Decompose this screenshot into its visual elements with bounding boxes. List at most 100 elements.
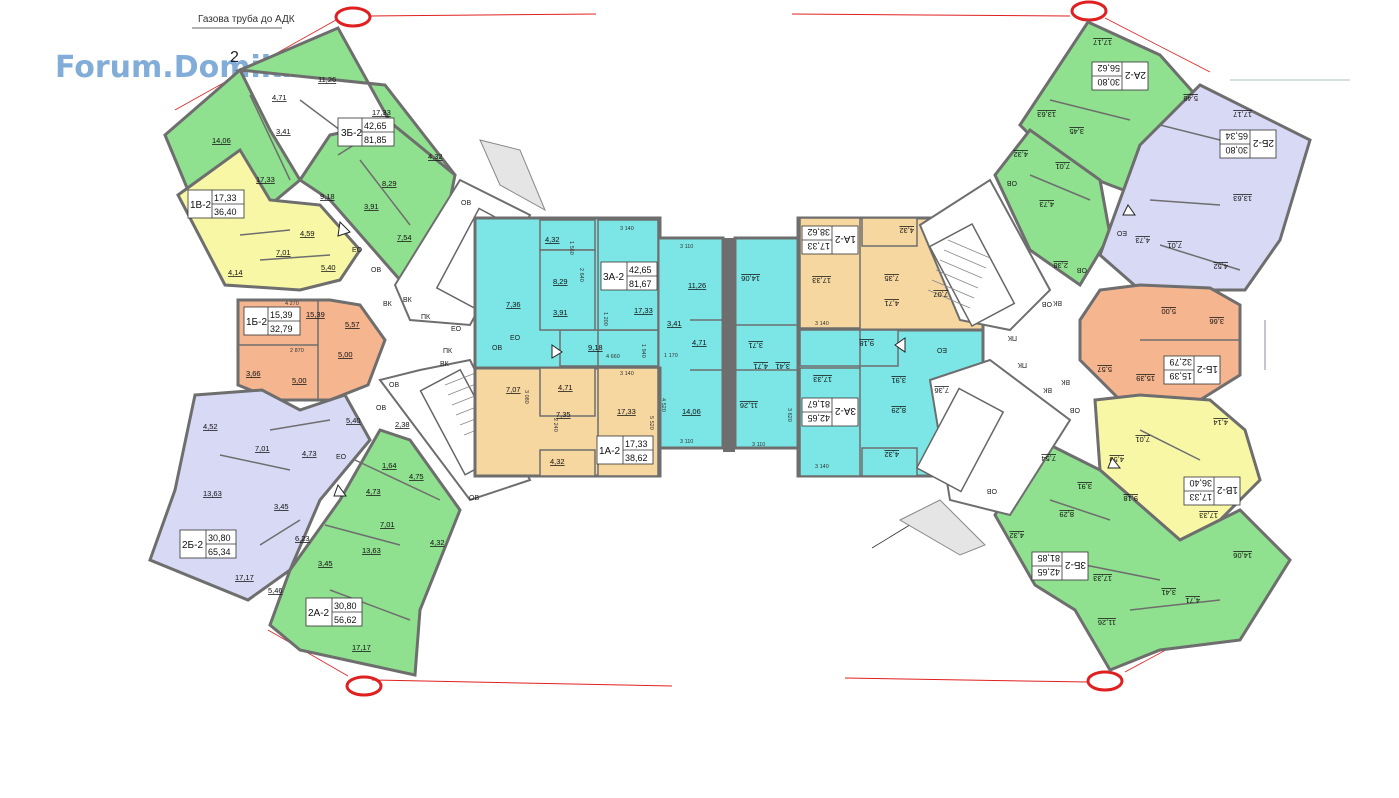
label-ov-9: ОВ — [1042, 300, 1052, 307]
marker-circle-top-left — [334, 6, 372, 28]
label-vk-5: ВК — [1060, 378, 1070, 385]
dimension: 4 660 — [606, 354, 620, 360]
room-area: 11,26 — [688, 281, 706, 290]
svg-text:36,40: 36,40 — [214, 207, 237, 217]
room-area: 4,52 — [1213, 262, 1228, 271]
arrow-icon — [333, 483, 347, 497]
svg-text:30,80: 30,80 — [1097, 77, 1120, 87]
room-area: 8,29 — [382, 179, 397, 188]
room-area: 3,41 — [1161, 588, 1176, 597]
room-area: 17,17 — [352, 643, 371, 652]
label-eo-5: ЕО — [1116, 229, 1127, 236]
room-area: 4,71 — [1185, 596, 1200, 605]
svg-text:2А-2: 2А-2 — [308, 608, 330, 619]
svg-text:1А-2: 1А-2 — [834, 233, 856, 244]
dimension: 3 110 — [680, 439, 693, 445]
room-area: 14,06 — [1233, 551, 1252, 560]
center-corridor-right — [799, 329, 899, 367]
room-area: 5,57 — [345, 320, 360, 329]
svg-text:3А-2: 3А-2 — [834, 405, 856, 416]
room-area: 17,33 — [1199, 511, 1218, 520]
apt-label-2a2-right: 2А-2 30,80 56,62 — [1091, 61, 1149, 91]
room-area: 7,07 — [933, 290, 948, 299]
room-area: 15,39 — [1136, 374, 1155, 383]
svg-text:2Б-2: 2Б-2 — [182, 540, 203, 551]
room-area: 4,59 — [1109, 455, 1124, 464]
svg-text:38,62: 38,62 — [807, 227, 830, 237]
marker-circle-bottom-left — [345, 675, 383, 697]
room-area: 4,73 — [1039, 200, 1054, 209]
dimension: 3 110 — [680, 244, 693, 250]
room-areas-left: 11,26 14,06 4,71 3,41 17,33 8,29 4,32 9,… — [203, 75, 445, 652]
room-area: 14,06 — [682, 407, 701, 416]
room-area: 11,26 — [318, 75, 336, 84]
apt-label-1a2-right: 1А-2 17,33 38,62 — [801, 225, 859, 255]
room-area: 17,33 — [372, 108, 391, 117]
room-area: 3,71 — [748, 341, 763, 350]
room-area: 9,18 — [859, 339, 874, 348]
svg-text:36,40: 36,40 — [1189, 478, 1212, 488]
svg-text:3Б-2: 3Б-2 — [1065, 559, 1086, 570]
room-area: 4,14 — [1213, 418, 1228, 427]
svg-text:3Б-2: 3Б-2 — [341, 128, 362, 139]
room-area: 4,59 — [300, 229, 315, 238]
dimension: 4 520 — [660, 398, 666, 412]
marker-circle-bottom-right — [1086, 670, 1124, 692]
center-corridor-left — [559, 329, 659, 367]
room-area: 4,32 — [899, 226, 914, 235]
room-area: 4,52 — [203, 422, 218, 431]
room-area: 8,29 — [891, 406, 906, 415]
room-area: 4,71 — [272, 93, 287, 102]
label-ov-1: ОВ — [461, 200, 471, 207]
dimension: 2 870 — [290, 348, 304, 354]
label-ov-6: ОВ — [469, 495, 479, 502]
room-area: 7,36 — [934, 386, 949, 395]
room-area: 3,91 — [553, 308, 568, 317]
dimension: 3 140 — [620, 371, 634, 377]
room-area: 17,33 — [813, 375, 832, 384]
dimension: 3 620 — [786, 408, 792, 422]
room-area: 4,14 — [228, 268, 243, 277]
dimension: 4 270 — [285, 301, 299, 307]
label-eo-1: ЕО — [352, 247, 363, 254]
room-area: 1,64 — [382, 461, 397, 470]
room-area: 5,00 — [292, 376, 307, 385]
gas-pipe-note: Газова труба до АДК — [198, 13, 295, 25]
left-balcony-hatch — [479, 139, 547, 212]
room-area: 13,63 — [1233, 194, 1252, 203]
apt-labels-right: 1А-2 17,33 38,62 3А-2 42,65 81,67 2А-2 3… — [801, 61, 1277, 581]
label-vk-6: ВК — [1042, 386, 1052, 393]
room-area: 7,01 — [276, 248, 291, 257]
room-area: 17,17 — [1093, 38, 1112, 47]
svg-text:42,65: 42,65 — [807, 413, 830, 423]
room-area: 4,73 — [366, 487, 381, 496]
right-balcony-hatch — [898, 499, 986, 556]
label-eo-4: ЕО — [336, 454, 347, 461]
apt-label-2a2-left: 2А-2 30,80 56,62 — [305, 597, 363, 627]
svg-text:1В-2: 1В-2 — [1216, 484, 1238, 495]
room-area: 4,32 — [550, 457, 565, 466]
svg-text:32,79: 32,79 — [1169, 357, 1192, 367]
apt-label-1v2-left: 1В-2 17,33 36,40 — [187, 189, 245, 219]
svg-text:81,67: 81,67 — [807, 399, 830, 409]
room-area: 4,32 — [1013, 150, 1028, 159]
room-area: 4,32 — [430, 538, 445, 547]
room-area: 7,35 — [884, 274, 899, 283]
room-area: 3,41 — [276, 127, 291, 136]
svg-text:42,65: 42,65 — [364, 121, 387, 131]
dimension: 3 110 — [752, 442, 765, 448]
svg-text:1Б-2: 1Б-2 — [246, 317, 267, 328]
room-area: 9,18 — [588, 343, 603, 352]
apt-label-3b2-right: 3Б-2 42,65 81,85 — [1031, 551, 1089, 581]
room-area: 4,71 — [692, 338, 707, 347]
apt-label-3b2-left: 3Б-2 42,65 81,85 — [337, 117, 395, 147]
svg-text:15,39: 15,39 — [270, 310, 293, 320]
room-area: 7,01 — [380, 520, 395, 529]
label-ov-10: ОВ — [1070, 406, 1080, 413]
dimension: 3 140 — [815, 321, 829, 327]
room-area: 17,33 — [812, 276, 831, 285]
dimensions: 3 140 3 110 4 520 5 520 1 560 2 640 4 66… — [285, 226, 829, 470]
label-ov-4: ОВ — [389, 382, 399, 389]
partitions — [219, 94, 1241, 621]
svg-text:17,33: 17,33 — [214, 193, 237, 203]
